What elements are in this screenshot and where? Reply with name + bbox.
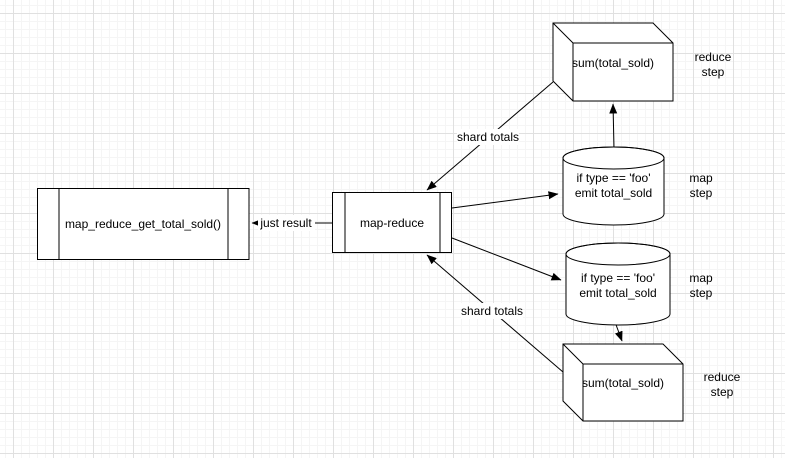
cube-inner-edges [562,343,683,421]
cylinder-top-rim [565,242,671,266]
edge-mapreduce-to-map-db-bottom[interactable] [451,237,562,281]
cylinder-top-rim [562,146,665,170]
node-reduce-cube-bottom[interactable]: sum(total_sold) [562,343,684,422]
client-function-label: map_reduce_get_total_sold() [65,217,221,231]
annotation-line: step [690,186,713,200]
edge-mapreduce-to-map-db-top-line[interactable] [451,191,559,209]
node-reduce-cube-top[interactable]: sum(total_sold) [552,22,674,102]
edge-label-bg [258,215,315,231]
node-map-db-top[interactable]: if type == 'foo' emit total_sold [562,146,665,226]
edge-label-just-result: just result [259,216,312,230]
map-db-top-label-line1: if type == 'foo' [577,171,651,185]
annotation-reduce-step-top: reduce step [695,50,732,79]
annotation-line: reduce [695,50,732,64]
annotation-line: map [689,271,713,285]
annotation-line: map [689,171,713,185]
edge-just-result[interactable]: just result [251,215,332,231]
edge-mapreduce-to-map-db-bottom-line[interactable] [451,237,562,281]
reduce-cube-bottom-label: sum(total_sold) [582,376,664,390]
reduce-cube-top-label: sum(total_sold) [572,56,654,70]
edge-label-bg [461,303,523,319]
edge-map-db-top-to-reduce-cube-top-line[interactable] [609,103,618,149]
edge-label-shard-totals-top: shard totals [457,130,519,144]
node-client-function[interactable]: map_reduce_get_total_sold() [37,188,250,260]
edge-map-db-top-to-reduce-cube-top[interactable] [609,103,618,149]
client-function-body[interactable] [37,188,250,260]
node-map-db-bottom[interactable]: if type == 'foo' emit total_sold [565,242,671,326]
map-reduce-body[interactable] [332,192,452,253]
annotation-map-step-top: map step [689,171,713,200]
edge-shard-totals-top[interactable]: shard totals [426,81,554,191]
map-db-bottom-label-line2: emit total_sold [579,286,656,300]
edge-mapreduce-to-map-db-top[interactable] [451,191,559,209]
cube-inner-edges [552,22,673,101]
map-db-bottom-label-line1: if type == 'foo' [581,271,655,285]
annotation-line: step [711,385,734,399]
cube-outline[interactable] [562,343,684,422]
annotation-line: step [702,65,725,79]
edge-label-bg [457,129,519,145]
map-reduce-label: map-reduce [360,216,424,230]
map-db-top-label-line2: emit total_sold [575,186,652,200]
annotation-map-step-bottom: map step [689,271,713,300]
edge-shard-totals-bottom[interactable]: shard totals [426,254,564,373]
annotation-line: reduce [704,370,741,384]
node-map-reduce[interactable]: map-reduce [332,192,452,253]
edge-label-shard-totals-bottom: shard totals [461,304,523,318]
annotation-reduce-step-bottom: reduce step [704,370,741,399]
annotation-line: step [690,286,713,300]
